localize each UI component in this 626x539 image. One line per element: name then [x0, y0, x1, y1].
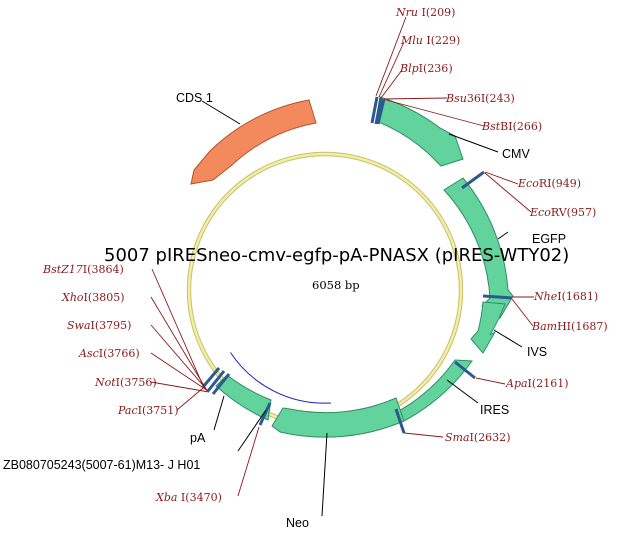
feature-label-ivs: IVS — [527, 345, 547, 359]
site-label-apai: ApaI(2161) — [505, 377, 569, 390]
site-label-asci: AscI(3766) — [78, 347, 140, 360]
site-tick-236 — [376, 98, 386, 125]
site-label-mlui: Mlu I(229) — [400, 34, 460, 47]
site-tick-3751 — [201, 367, 221, 388]
site-tick-1681 — [482, 294, 513, 300]
site-label-blpi: BlpI(236) — [399, 62, 453, 75]
site-tick-3470 — [258, 402, 272, 426]
site-label-bsu36i: Bsu36I(243) — [445, 92, 515, 105]
primer-arc — [230, 352, 332, 404]
feature-label-cds1: CDS 1 — [176, 91, 213, 105]
site-label-swai: SwaI(3795) — [67, 319, 131, 332]
site-tick-949 — [461, 170, 485, 190]
feature-neo-arrow — [271, 397, 405, 438]
site-label-bstbi: BstBI(266) — [481, 120, 542, 133]
site-label-bamhi: BamHI(1687) — [531, 320, 608, 333]
site-label-xhoi: XhoI(3805) — [61, 291, 125, 304]
site-tick-209 — [370, 96, 379, 124]
site-label-ecorv: EcoRV(957) — [529, 206, 596, 219]
feature-label-ires: IRES — [480, 403, 509, 417]
site-label-xbai: Xba I(3470) — [155, 491, 222, 504]
site-ticks — [201, 96, 513, 434]
site-label-noti: NotI(3756) — [94, 376, 157, 389]
site-label-smai: SmaI(2632) — [445, 431, 510, 444]
feature-pa-arrow — [215, 374, 272, 421]
site-tick-2632 — [394, 408, 406, 434]
feature-label-cmv: CMV — [502, 147, 530, 161]
feature-label-neo: Neo — [286, 516, 309, 530]
plasmid-size: 6058 bp — [312, 278, 360, 292]
feature-label-egfp: EGFP — [532, 232, 566, 246]
feature-leaders — [201, 100, 523, 517]
feature-cmv-arrow — [375, 96, 464, 167]
site-label-nhei: NheI(1681) — [533, 290, 598, 303]
feature-label-pa: pA — [190, 431, 206, 445]
site-tick-2161 — [454, 360, 476, 380]
site-label-bstz17i: BstZ17I(3864) — [42, 263, 124, 276]
site-label-nrui: Nru I(209) — [395, 6, 455, 19]
feature-cds1-arrow — [190, 99, 317, 185]
feature-ivs-arrow — [470, 301, 506, 354]
site-leaders — [150, 16, 534, 497]
site-tick-3805 — [211, 373, 231, 395]
primer-label: ZB080705243(5007-61)M13- J H01 — [3, 458, 200, 472]
site-label-ecori: EcoRI(949) — [517, 177, 581, 190]
site-tick-229 — [374, 97, 383, 125]
site-tick-3766 — [206, 370, 226, 392]
plasmid-title: 5007 pIRESneo-cmv-egfp-pA-PNASX (pIRES-W… — [104, 245, 569, 266]
site-label-paci: PacI(3751) — [117, 404, 179, 417]
